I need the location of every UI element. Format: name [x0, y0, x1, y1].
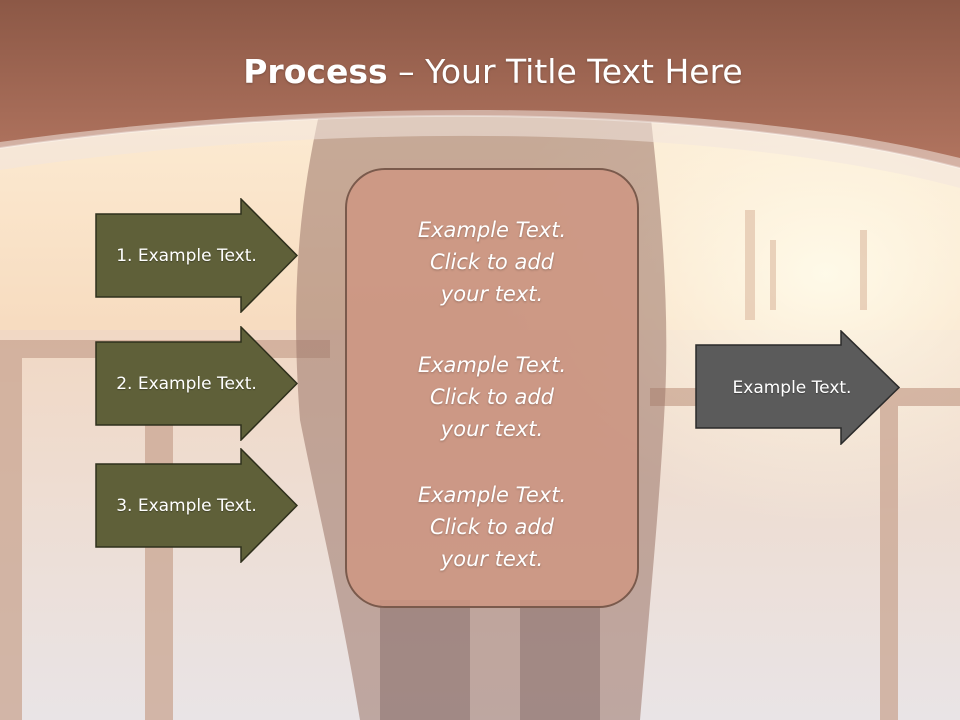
- center-block-3-line-1: Example Text.: [417, 483, 567, 507]
- slide-title: Process – Your Title Text Here: [0, 52, 960, 91]
- center-text-block-1[interactable]: Example Text. Click to add your text.: [347, 214, 637, 310]
- process-arrow-1[interactable]: 1. Example Text.: [95, 198, 298, 313]
- arrow-right-icon: [95, 198, 298, 313]
- process-arrow-3-label: 3. Example Text.: [116, 495, 257, 516]
- arrow-right-icon: [95, 448, 298, 563]
- center-block-2-line-2: Click to add: [429, 385, 554, 409]
- title-bold-text: Process: [243, 52, 388, 91]
- process-arrow-2-label: 2. Example Text.: [116, 373, 257, 394]
- center-block-3-line-2: Click to add: [429, 515, 554, 539]
- result-arrow-label: Example Text.: [732, 377, 852, 398]
- process-arrow-3[interactable]: 3. Example Text.: [95, 448, 298, 563]
- center-block-1-line-1: Example Text.: [417, 218, 567, 242]
- process-arrow-2[interactable]: 2. Example Text.: [95, 326, 298, 441]
- center-block-3-line-3: your text.: [440, 547, 544, 571]
- center-text-block-2[interactable]: Example Text. Click to add your text.: [347, 349, 637, 445]
- arrow-right-icon: [695, 330, 900, 445]
- process-arrow-1-label: 1. Example Text.: [116, 245, 257, 266]
- arrow-right-icon: [95, 326, 298, 441]
- center-block-1-line-2: Click to add: [429, 250, 554, 274]
- result-arrow[interactable]: Example Text.: [695, 330, 900, 445]
- center-block-2-line-3: your text.: [440, 417, 544, 441]
- center-block-2-line-1: Example Text.: [417, 353, 567, 377]
- title-rest-text: – Your Title Text Here: [387, 52, 743, 91]
- center-text-block-3[interactable]: Example Text. Click to add your text.: [347, 479, 637, 575]
- center-text-box[interactable]: Example Text. Click to add your text. Ex…: [345, 168, 639, 608]
- center-block-1-line-3: your text.: [440, 282, 544, 306]
